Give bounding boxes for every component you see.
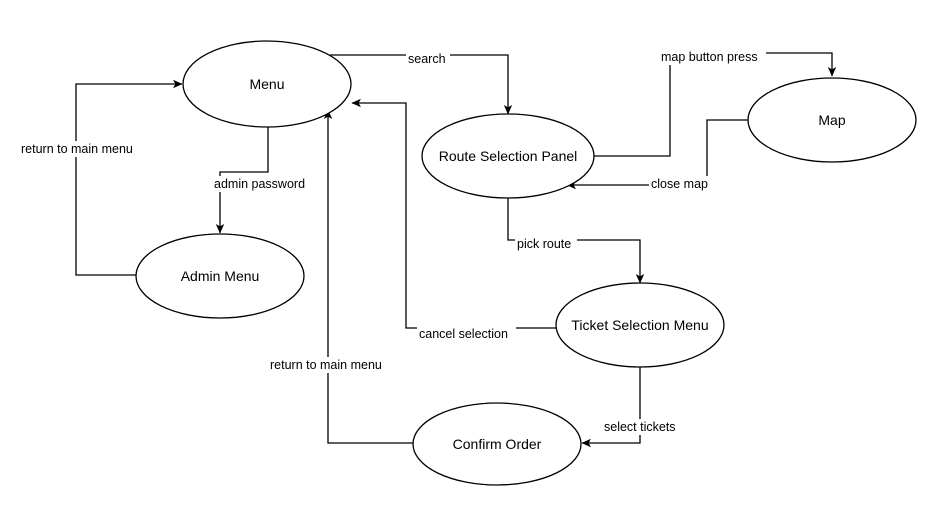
node-map: Map [747,77,917,163]
node-ticket-selection-menu: Ticket Selection Menu [555,282,725,368]
edge-select-tickets: select tickets [581,367,682,448]
edge-label-close-map: close map [651,177,708,191]
node-admin-menu-label: Admin Menu [181,268,260,284]
node-admin-menu: Admin Menu [135,233,305,319]
edge-return-from-confirm: return to main menu [268,109,413,444]
node-confirm-order: Confirm Order [412,402,582,486]
edge-label-search: search [408,52,446,66]
edge-pick-route: pick route [507,198,645,284]
edge-cancel-selection: cancel selection [351,98,556,342]
edge-search: search [330,51,513,115]
node-route-selection-panel-label: Route Selection Panel [439,148,578,164]
node-map-label: Map [818,112,845,128]
edge-map-button-press: map button press [594,49,837,157]
edge-label-cancel-selection: cancel selection [419,327,508,341]
edge-label-select-tickets: select tickets [604,420,676,434]
edge-label-admin-password: admin password [214,177,305,191]
edge-admin-password: admin password [212,127,311,234]
edge-label-pick-route: pick route [517,237,571,251]
edge-label-return-from-admin: return to main menu [21,142,133,156]
edge-label-return-from-confirm: return to main menu [270,358,382,372]
node-menu-label: Menu [249,76,284,92]
node-menu: Menu [182,40,352,128]
edge-close-map: close map [566,119,748,192]
node-route-selection-panel: Route Selection Panel [421,113,595,199]
edge-return-from-admin: return to main menu [19,79,183,276]
edge-label-map-button-press: map button press [661,50,758,64]
node-ticket-selection-menu-label: Ticket Selection Menu [571,317,708,333]
node-confirm-order-label: Confirm Order [453,436,542,452]
